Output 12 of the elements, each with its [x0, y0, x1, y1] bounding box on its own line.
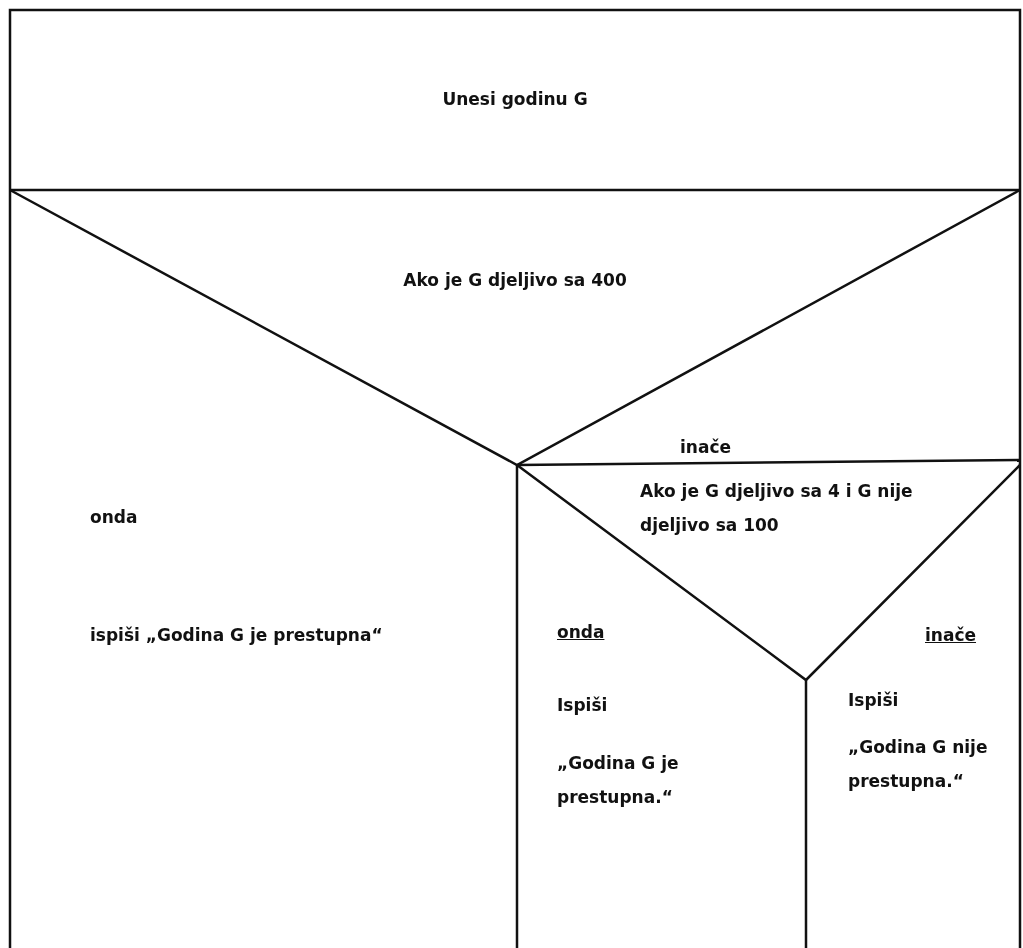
- condition-text: Ako je G djeljivo sa 400: [402, 269, 628, 292]
- output-text: „Godina G nije prestupna.“: [848, 736, 989, 793]
- output-text: Ispiši: [848, 689, 899, 712]
- branch-label: onda: [90, 506, 138, 529]
- output-text: Ispiši: [557, 694, 608, 717]
- branch-label: inače: [680, 436, 731, 459]
- output-text: „Godina G je prestupna.“: [557, 752, 680, 809]
- branch-label: inače: [925, 624, 976, 647]
- condition-text: Ako je G djeljivo sa 4 i G nije djeljivo sa 100: [640, 480, 914, 537]
- process-text: Unesi godinu G: [441, 88, 589, 111]
- output-text: ispiši „Godina G je prestupna“: [90, 624, 383, 647]
- branch-label: onda: [557, 621, 605, 644]
